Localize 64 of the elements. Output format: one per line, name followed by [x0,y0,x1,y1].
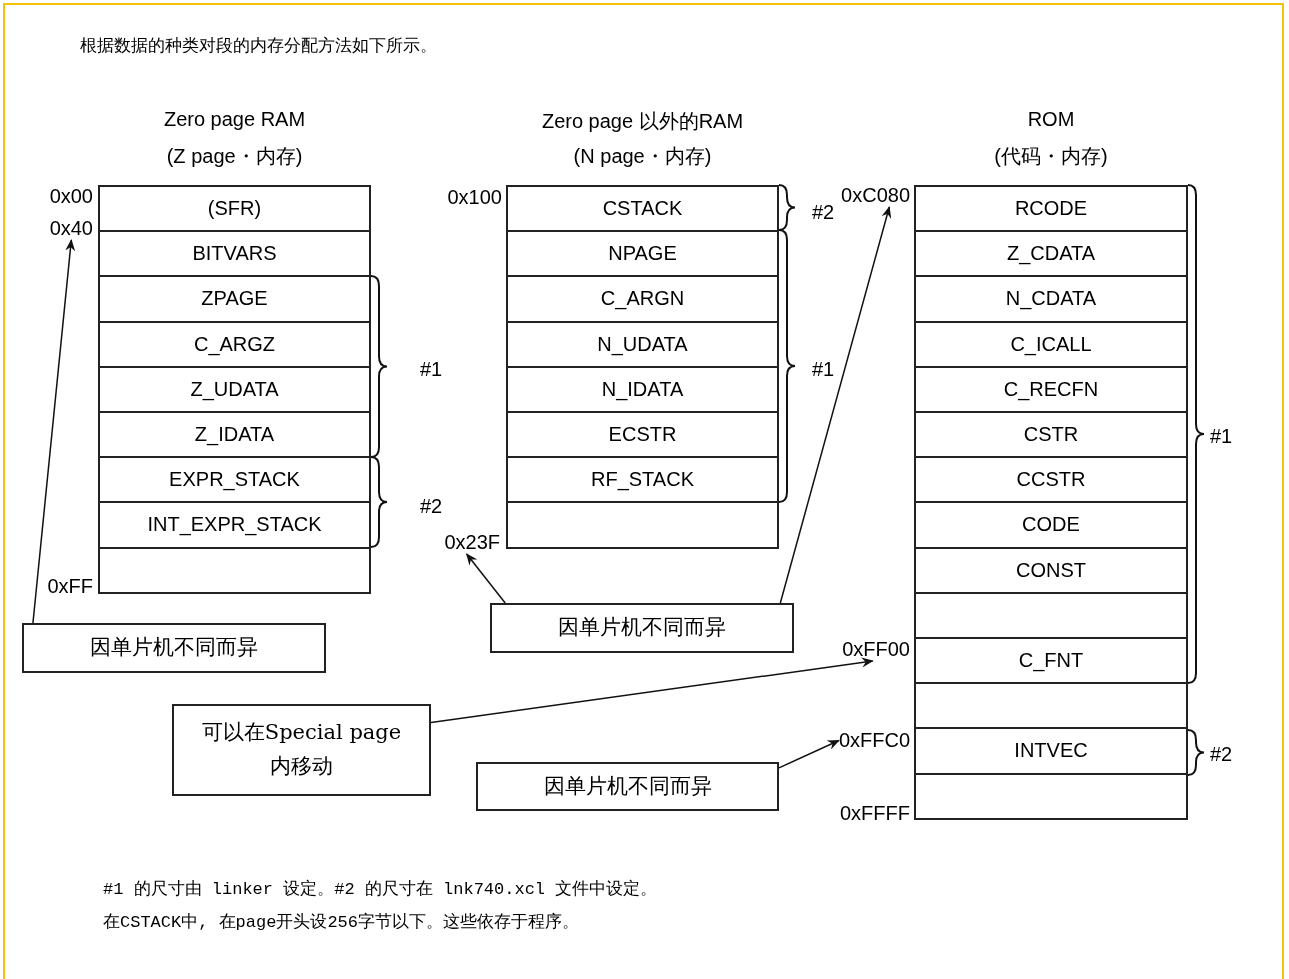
column-heading: Zero page RAM [163,108,306,131]
memory-segment: NPAGE [506,230,779,278]
column-heading: Zero page 以外的RAM [541,109,744,134]
leader-arrow [779,206,892,604]
address-label: 0xFFC0 [838,729,910,752]
memory-segment: N_UDATA [506,320,779,368]
callout-box: 因单片机不同而异 [22,623,326,673]
address-label: 0x40 [49,217,93,240]
memory-segment: N_CDATA [914,275,1188,323]
column-heading: (代码・内存) [994,144,1108,169]
memory-segment: ECSTR [506,411,779,459]
column-heading: ROM [1027,108,1075,131]
column-heading: (N page・内存) [573,144,712,169]
memory-segment: Z_CDATA [914,230,1188,278]
memory-segment: CSTACK [506,185,779,233]
memory-segment: Z_UDATA [98,365,371,413]
bracket-label: #1 [1210,425,1233,448]
memory-segment: Z_IDATA [98,411,371,459]
memory-segment: RCODE [914,185,1188,233]
address-label: 0xFF00 [842,638,910,661]
memory-segment: N_IDATA [506,365,779,413]
empty-segment [914,591,1188,639]
title-text: 根据数据的种类对段的内存分配方法如下所示。 [80,36,437,57]
memory-segment: EXPR_STACK [98,456,371,504]
note-text: 在CSTACK中, 在page开头设256字节以下。这些依存于程序。 [103,911,580,933]
leader-arrow [32,239,76,624]
memory-segment: INT_EXPR_STACK [98,501,371,549]
bracket-label: #2 [420,495,443,518]
empty-segment [98,546,371,594]
memory-segment: BITVARS [98,230,371,278]
note-text: #1 的尺寸由 linker 设定。#2 的尺寸在 lnk740.xcl 文件中设定。 [103,878,658,900]
empty-segment [506,501,779,549]
bracket-label: #1 [812,358,835,381]
memory-segment: (SFR) [98,185,371,233]
memory-segment: C_ICALL [914,320,1188,368]
bracket-label: #2 [812,201,835,224]
address-label: 0x23F [444,531,500,554]
callout-box: 可以在Special page 内移动 [172,704,431,796]
memory-segment: CODE [914,501,1188,549]
empty-segment [914,772,1188,820]
column-heading: (Z page・内存) [166,144,303,169]
leader-arrow [465,553,506,604]
callout-box: 因单片机不同而异 [490,603,794,653]
memory-segment: CCSTR [914,456,1188,504]
address-label: 0xC080 [841,184,910,207]
address-label: 0xFF [47,575,93,598]
empty-segment [914,682,1188,730]
memory-segment: C_FNT [914,637,1188,685]
memory-segment: RF_STACK [506,456,779,504]
memory-segment: CSTR [914,411,1188,459]
memory-segment: ZPAGE [98,275,371,323]
leader-arrow [778,739,840,769]
address-label: 0x00 [49,185,93,208]
memory-segment: C_RECFN [914,365,1188,413]
callout-box: 因单片机不同而异 [476,762,779,811]
memory-segment: C_ARGZ [98,320,371,368]
address-label: 0xFFFF [840,802,910,825]
bracket-label: #2 [1210,743,1233,766]
bracket-label: #1 [420,358,443,381]
memory-segment: CONST [914,546,1188,594]
address-label: 0x100 [447,186,502,209]
memory-segment: INTVEC [914,727,1188,775]
leader-arrow [430,657,874,724]
memory-segment: C_ARGN [506,275,779,323]
